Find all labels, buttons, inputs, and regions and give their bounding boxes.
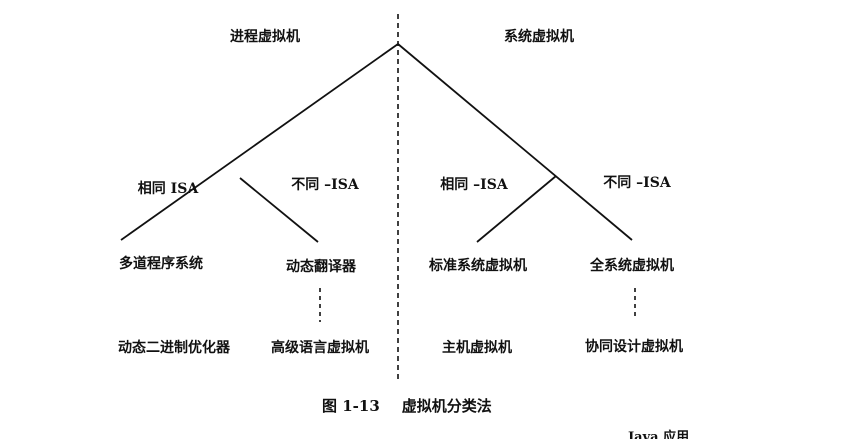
left-split-line bbox=[239, 177, 319, 243]
root-label-system-vm: 系统虚拟机 bbox=[504, 29, 574, 45]
figure-title: 虚拟机分类法 bbox=[401, 397, 492, 415]
branch-label-left-different-isa: 不同 –ISA bbox=[291, 177, 359, 193]
subleaf-codesigned-vm: 协同设计虚拟机 bbox=[585, 339, 683, 355]
figure-number: 图 1-13 bbox=[322, 397, 380, 415]
leaf-standard-system-vm: 标准系统虚拟机 bbox=[429, 258, 527, 274]
apex-left-line bbox=[120, 43, 399, 241]
leaf-multiprogramming: 多道程序系统 bbox=[119, 256, 203, 272]
leaf-dynamic-translator: 动态翻译器 bbox=[286, 259, 356, 275]
branch-label-right-different-isa: 不同 –ISA bbox=[603, 175, 671, 191]
subleaf-hll-vm: 高级语言虚拟机 bbox=[271, 340, 369, 356]
subleaf-dynamic-binary-optimizer: 动态二进制优化器 bbox=[118, 340, 230, 356]
subleaf-hosted-vm: 主机虚拟机 bbox=[442, 340, 512, 356]
branch-label-left-same-isa: 相同 ISA bbox=[137, 181, 199, 197]
apex-right-line bbox=[397, 43, 633, 241]
root-label-process-vm: 进程虚拟机 bbox=[230, 29, 300, 45]
figure-caption: 图 1-13 虚拟机分类法 bbox=[322, 397, 492, 415]
leaf-whole-system-vm: 全系统虚拟机 bbox=[590, 258, 674, 274]
right-split-line bbox=[476, 175, 557, 243]
branch-label-right-same-isa: 相同 –ISA bbox=[440, 177, 508, 193]
next-section-heading: Java 应用 bbox=[628, 430, 690, 439]
